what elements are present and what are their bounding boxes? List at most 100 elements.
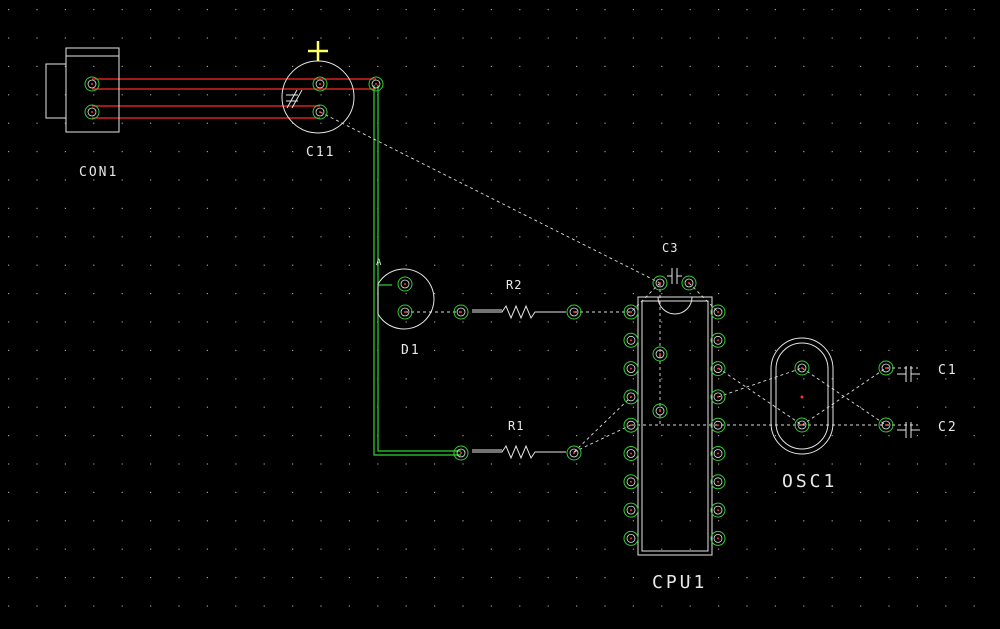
d1-pad[interactable]	[397, 276, 413, 292]
pads-layer[interactable]	[84, 76, 894, 546]
c1-footprint[interactable]	[897, 366, 920, 382]
cpu1-pin-pad[interactable]	[623, 417, 639, 433]
cpu1-pin-pad[interactable]	[710, 332, 726, 348]
grid-dot	[434, 548, 436, 550]
cpu1-mount-pad[interactable]	[652, 346, 668, 362]
grid-dot	[547, 463, 549, 465]
r1-footprint[interactable]	[472, 444, 566, 460]
grid-dot	[8, 37, 10, 39]
cpu1-pin-pad[interactable]	[710, 304, 726, 320]
grid-dot	[206, 207, 208, 209]
track-via-pad[interactable]	[368, 76, 384, 92]
cpu1-pin-pad[interactable]	[710, 530, 726, 546]
grid-dot	[490, 207, 492, 209]
grid-dot	[36, 435, 38, 437]
osc1-footprint[interactable]	[770, 337, 834, 455]
cpu1-pin-pad[interactable]	[623, 530, 639, 546]
con1-pad[interactable]	[84, 76, 100, 92]
grid-dot	[121, 293, 123, 295]
grid-dot	[547, 122, 549, 124]
grid-dot	[36, 406, 38, 408]
grid-dot	[150, 520, 152, 522]
grid-dot	[519, 179, 521, 181]
grid-dot	[718, 65, 720, 67]
con1-footprint[interactable]	[45, 47, 120, 133]
grid-dot	[178, 406, 180, 408]
grid-dot	[434, 349, 436, 351]
grid-dot	[377, 463, 379, 465]
osc1-pad[interactable]	[794, 417, 810, 433]
r2-pad[interactable]	[453, 304, 469, 320]
grid-dot	[235, 37, 237, 39]
d1-pad[interactable]	[397, 304, 413, 320]
grid-dot	[576, 406, 578, 408]
grid-dot	[405, 520, 407, 522]
r1-pad[interactable]	[453, 445, 469, 461]
grid-dot	[860, 151, 862, 153]
con1-pad[interactable]	[84, 104, 100, 120]
grid-dot	[689, 463, 691, 465]
grid-dot	[945, 378, 947, 380]
grid-dot	[263, 406, 265, 408]
cpu1-pin-pad[interactable]	[623, 332, 639, 348]
grid-dot	[178, 236, 180, 238]
grid-dot	[661, 151, 663, 153]
c2-footprint[interactable]	[897, 422, 920, 438]
grid-dot	[490, 65, 492, 67]
grid-dot	[774, 94, 776, 96]
c11-pad[interactable]	[312, 76, 328, 92]
grid-dot	[803, 9, 805, 11]
grid-dot	[860, 236, 862, 238]
grid-dot	[576, 151, 578, 153]
grid-dot	[689, 236, 691, 238]
grid-dot	[604, 463, 606, 465]
cpu1-pin-pad[interactable]	[623, 474, 639, 490]
cpu1-pin-pad[interactable]	[710, 502, 726, 518]
grid-dot	[916, 179, 918, 181]
cpu1-pin-pad[interactable]	[623, 361, 639, 377]
grid-dot	[405, 491, 407, 493]
cpu1-pin-pad[interactable]	[623, 502, 639, 518]
cpu1-pin-pad[interactable]	[623, 446, 639, 461]
green-track[interactable]	[373, 85, 461, 456]
c3-pad[interactable]	[681, 275, 697, 291]
r2-pad[interactable]	[566, 304, 582, 320]
power-tracks[interactable]	[92, 78, 376, 119]
cpu1-pin-pad[interactable]	[623, 304, 639, 320]
cpu1-pin-pad[interactable]	[710, 389, 726, 405]
grid-dot	[263, 179, 265, 181]
r1-pad[interactable]	[566, 445, 582, 461]
c3-footprint[interactable]	[667, 268, 682, 284]
grid-dot	[803, 122, 805, 124]
grid-dot	[121, 548, 123, 550]
osc1-pad[interactable]	[794, 360, 810, 376]
cpu1-pin-pad[interactable]	[710, 446, 726, 461]
grid-dot	[263, 520, 265, 522]
grid-dot	[150, 293, 152, 295]
grid-dot	[235, 236, 237, 238]
cpu1-pin-pad[interactable]	[710, 361, 726, 377]
grid-dot	[604, 577, 606, 579]
c11-pad[interactable]	[312, 104, 328, 120]
grid-dot	[916, 605, 918, 607]
c1-pad[interactable]	[878, 360, 894, 376]
c3-pad[interactable]	[652, 275, 668, 291]
c2-pad[interactable]	[878, 417, 894, 433]
d1-footprint[interactable]	[377, 268, 435, 330]
cpu1-pin-pad[interactable]	[710, 474, 726, 490]
r2-footprint[interactable]	[472, 304, 566, 320]
cpu1-pin-pad[interactable]	[710, 417, 726, 433]
grid-dot	[519, 37, 521, 39]
grid-dot	[661, 65, 663, 67]
grid-dot	[178, 605, 180, 607]
component-labels: CON1 C11 A D1 R2 R1 C3 CPU1 OSC1 C1 C2	[79, 145, 956, 593]
grid-dot	[860, 37, 862, 39]
grid-dot	[490, 435, 492, 437]
cpu1-pin-pad[interactable]	[623, 389, 639, 405]
cpu1-mount-pad[interactable]	[652, 403, 668, 419]
grid-dot	[36, 520, 38, 522]
grid-dot	[973, 37, 975, 39]
grid-dot	[718, 293, 720, 295]
grid-dot	[632, 65, 634, 67]
